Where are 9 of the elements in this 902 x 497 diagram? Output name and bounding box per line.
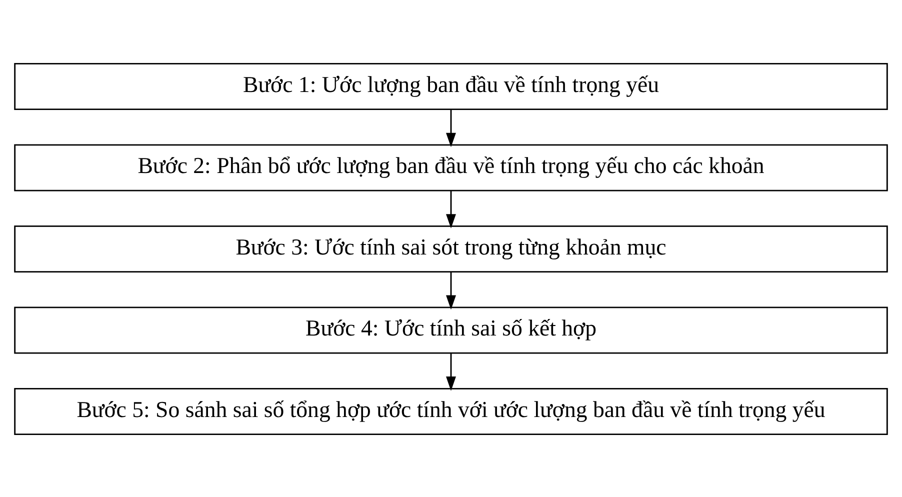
arrow [446,271,456,310]
arrow [446,352,456,390]
node-box: Bước 3: Ước tính sai sót trong từng khoản mục [14,224,888,272]
arrow [446,108,456,147]
node-box: Bước 5: So sánh sai số tổng hợp ước tính với ước lượng ban đầu về tính trọng yếu [14,387,888,435]
node-box: Bước 4: Ước tính sai số kết hợp [14,306,888,354]
arrow [446,190,456,228]
node-box: Bước 2: Phân bổ ước lượng ban đầu về tính trọng yếu cho các khoản [14,144,888,191]
node-box: Bước 1: Ước lượng ban đầu về tính trọng yếu [14,62,888,110]
